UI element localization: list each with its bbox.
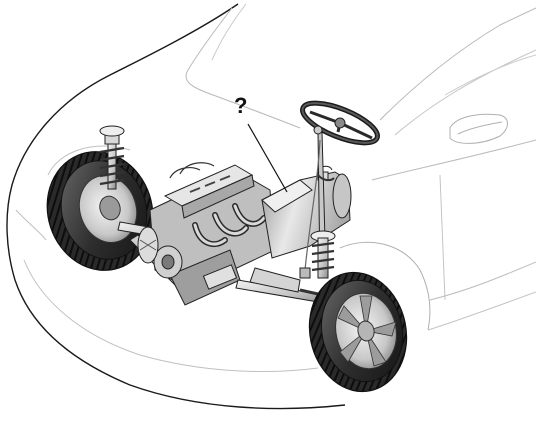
rear-fender [427,291,536,331]
door-vertical [439,174,446,301]
front-left-strut [99,125,125,190]
side-mirror [449,113,508,144]
leader-line [247,123,288,193]
windshield-line [394,49,536,136]
fender-arch [339,241,431,331]
question-label: ? [234,93,247,118]
grille-line [15,209,47,241]
engine-block [137,162,276,306]
hood-crease [211,3,247,61]
hood-line [185,7,301,129]
a-pillar [379,7,536,121]
bumper-outline [6,3,346,410]
front-fender-arch [47,145,131,176]
front-right-wheel [308,271,408,393]
door-line [371,139,536,181]
front-right-strut [299,230,336,279]
car-body-outline [6,3,536,410]
roof-line [444,54,536,96]
sill-line [429,261,536,301]
gearbox [261,165,352,259]
question-annotation: ? [234,93,288,193]
bumper-lower-line [23,259,319,372]
